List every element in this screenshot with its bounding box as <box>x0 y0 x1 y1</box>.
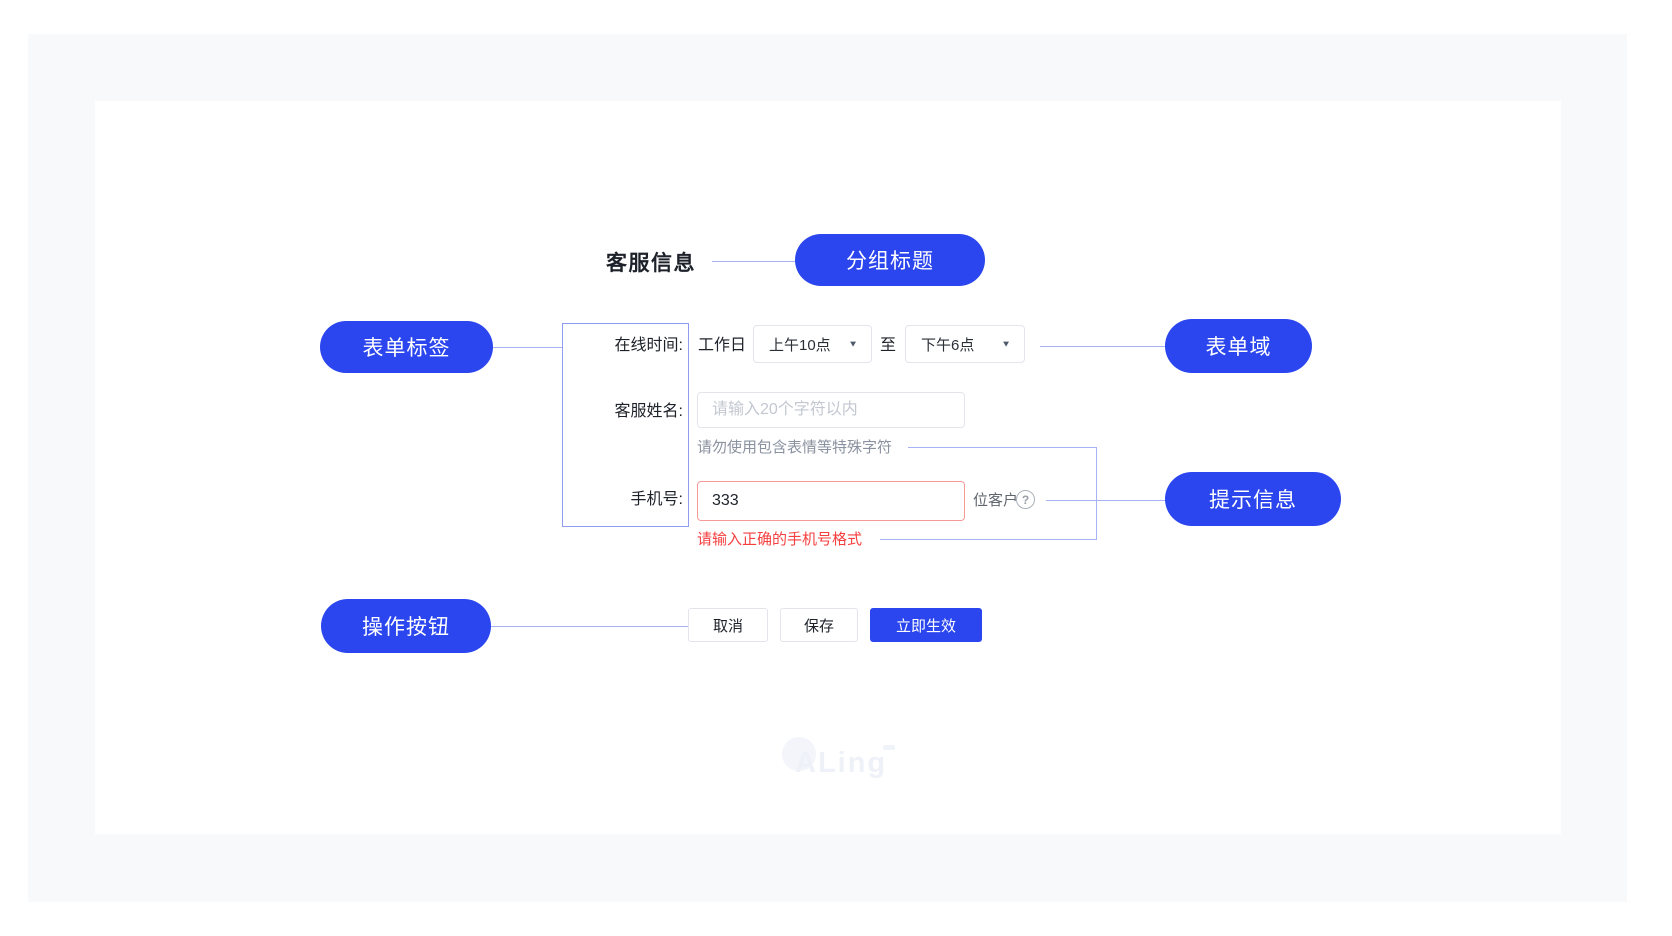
connector-line <box>880 539 1096 540</box>
service-name-helper-text: 请勿使用包含表情等特殊字符 <box>697 439 893 456</box>
connector-line <box>908 447 1096 448</box>
phone-input[interactable] <box>697 481 965 521</box>
chevron-down-icon: ▼ <box>848 339 858 349</box>
connector-line <box>712 261 795 262</box>
save-button[interactable]: 保存 <box>780 608 858 642</box>
connector-bracket-line <box>1096 447 1097 540</box>
connector-line <box>493 347 562 348</box>
annotation-hint-badge: 提示信息 <box>1165 472 1341 526</box>
start-time-value: 上午10点 <box>769 336 831 354</box>
connector-line <box>491 626 688 627</box>
phone-label: 手机号: <box>630 491 683 508</box>
form-labels-outline <box>562 323 689 527</box>
online-time-prefix: 工作日 <box>698 337 747 354</box>
annotation-form-field-badge: 表单域 <box>1165 319 1312 373</box>
service-name-label: 客服姓名: <box>614 403 683 420</box>
start-time-select[interactable]: 上午10点 ▼ <box>753 325 872 363</box>
connector-line <box>1046 500 1165 501</box>
question-circle-icon[interactable]: ? <box>1016 490 1035 509</box>
end-time-value: 下午6点 <box>921 336 975 354</box>
online-time-label: 在线时间: <box>614 337 683 354</box>
connector-line <box>1040 346 1165 347</box>
form-card <box>95 101 1561 834</box>
apply-button[interactable]: 立即生效 <box>870 608 982 642</box>
end-time-select[interactable]: 下午6点 ▼ <box>905 325 1025 363</box>
group-title: 客服信息 <box>606 252 696 275</box>
annotation-actions-badge: 操作按钮 <box>321 599 491 653</box>
chevron-down-icon: ▼ <box>1001 339 1011 349</box>
annotation-group-title-badge: 分组标题 <box>795 234 985 286</box>
annotation-form-label-badge: 表单标签 <box>320 321 493 373</box>
phone-error-text: 请输入正确的手机号格式 <box>697 531 863 548</box>
phone-suffix-text: 位客户 <box>973 492 1019 509</box>
service-name-input[interactable] <box>697 392 965 428</box>
cancel-button[interactable]: 取消 <box>688 608 768 642</box>
time-range-separator: 至 <box>880 337 897 354</box>
